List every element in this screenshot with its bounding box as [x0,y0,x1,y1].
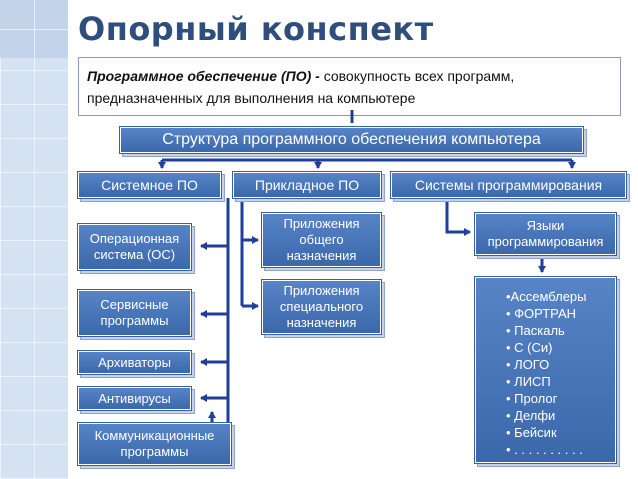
language-item: • Делфи [506,408,556,423]
languages-title-box: Языки программирования [474,212,617,256]
system-item-communication: Коммуникационные программы [77,422,232,466]
language-item: • Пролог [506,391,558,406]
language-item: • . . . . . . . . . . [506,442,583,457]
system-item-antivirus: Антивирусы [77,386,192,411]
language-item: • ФОРТРАН [506,306,577,321]
system-item-os: Операционная система (ОС) [77,223,192,271]
language-item: • Бейсик [506,425,557,440]
decorative-grid-corner [0,0,68,58]
language-item: • ЛИСП [506,374,551,389]
root-box: Структура программного обеспечения компь… [119,126,584,154]
system-item-archivers: Архиваторы [77,350,192,375]
category-system: Системное ПО [77,171,222,199]
decorative-grid-strip [0,0,68,479]
language-item: • Паскаль [506,323,565,338]
language-item: •Ассемблеры [506,289,587,304]
category-applied: Прикладное ПО [232,171,382,199]
category-programming: Системы программирования [390,171,627,199]
languages-list: •Ассемблеры • ФОРТРАН • Паскаль • С (Си)… [506,288,615,458]
language-item: • С (Си) [506,340,553,355]
definition-text: совокупность всех программ, предназначен… [87,68,515,106]
definition-term: Программное обеспечение (ПО) - [87,68,320,84]
applied-item-general: Приложения общего назначения [261,212,382,268]
applied-item-special: Приложения специального назначения [261,279,382,335]
definition-box: Программное обеспечение (ПО) - совокупно… [78,57,621,116]
languages-list-box: •Ассемблеры • ФОРТРАН • Паскаль • С (Си)… [474,276,617,464]
page-title: Опорный конспект [78,10,434,48]
system-item-service: Сервисные программы [77,289,192,337]
language-item: • ЛОГО [506,357,550,372]
